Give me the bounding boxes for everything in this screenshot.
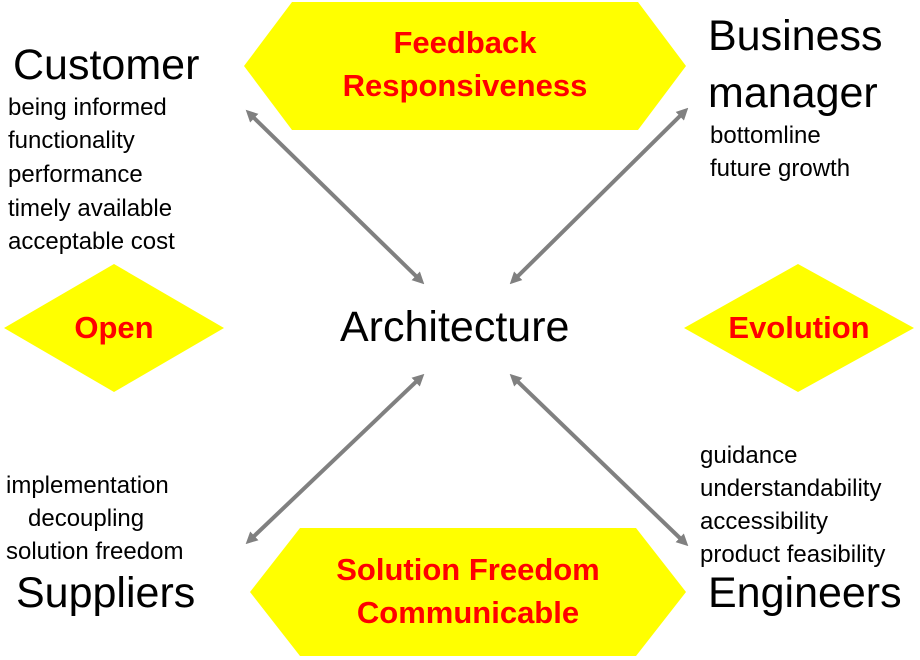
engineers-title: Engineers — [708, 569, 902, 617]
customer-concern: acceptable cost — [8, 228, 175, 255]
bottom-quality-line1: Solution Freedom — [336, 552, 600, 587]
top-quality-hexagon — [244, 2, 686, 130]
left-quality-diamond — [4, 264, 224, 392]
engineers-concern: guidance — [700, 442, 798, 469]
customer-concern: being informed — [8, 94, 167, 121]
business-manager-title-line1: Business — [708, 12, 883, 60]
customer-concern: functionality — [8, 127, 135, 154]
arrow-suppliers-architecture — [245, 373, 425, 545]
engineers-concern: accessibility — [700, 508, 829, 535]
engineers-concern: product feasibility — [700, 541, 886, 568]
bottom-quality-line2: Communicable — [356, 595, 580, 631]
customer-concern: timely available — [8, 195, 173, 222]
bottom-quality-label: Solution Freedom Communicable — [250, 548, 686, 635]
top-quality-line2: Responsiveness — [342, 68, 588, 104]
business-manager-concern: future growth — [710, 155, 851, 182]
business-manager-concern: bottomline — [710, 122, 821, 149]
suppliers-concern: decoupling — [28, 505, 145, 532]
customer-title: Customer — [13, 41, 200, 89]
arrow-business-architecture — [509, 107, 689, 285]
right-quality-line1: Evolution — [728, 310, 870, 345]
top-quality-label: Feedback Responsiveness — [244, 21, 686, 108]
right-quality-label: Evolution — [684, 306, 914, 349]
suppliers-concern: solution freedom — [6, 538, 184, 565]
business-manager-title-line2: manager — [708, 69, 878, 117]
arrow-engineers-architecture — [509, 373, 689, 547]
customer-concern: performance — [8, 161, 143, 188]
suppliers-title: Suppliers — [16, 569, 196, 617]
arrow-customer-architecture — [245, 109, 425, 285]
top-quality-line1: Feedback — [393, 25, 537, 60]
engineers-concern: understandability — [700, 475, 882, 502]
left-quality-line1: Open — [74, 310, 154, 345]
right-quality-diamond — [684, 264, 914, 392]
suppliers-concern: implementation — [6, 472, 169, 499]
architecture-label: Architecture — [340, 303, 570, 351]
left-quality-label: Open — [4, 306, 224, 349]
bottom-quality-hexagon — [250, 528, 686, 656]
